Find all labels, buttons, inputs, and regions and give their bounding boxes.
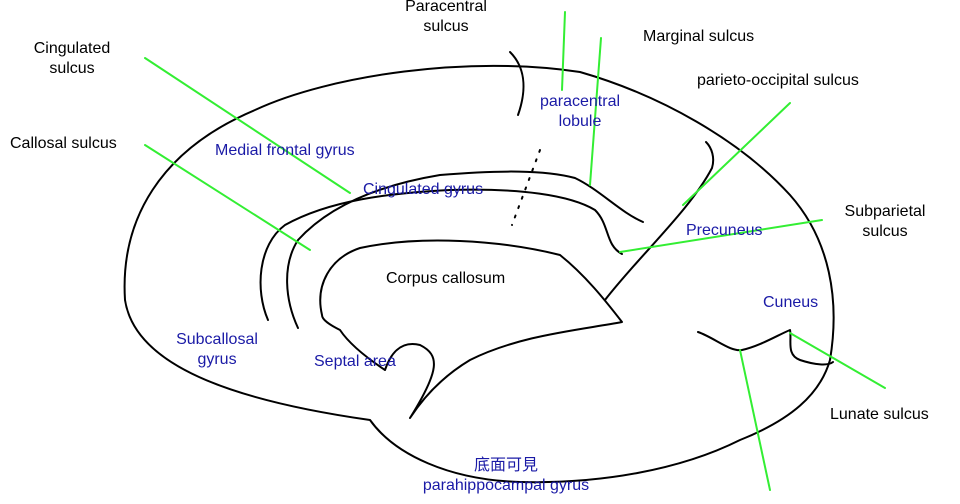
label-subcallosal-gyrus-line2: gyrus [197,351,237,368]
pointer-calcarine-sulcus [739,349,771,491]
label-subcallosal-gyrus-line1: Subcallosal [176,331,258,348]
pointer-marginal-sulcus [589,37,602,186]
label-paracentral-lobule-line2: lobule [558,113,602,130]
pointer-subparietal-sulcus [619,219,823,253]
paracentral-sulcus-line [509,51,525,116]
label-corpus-callosum: Corpus callosum [386,270,506,287]
parieto-occipital-sulcus-line [604,141,715,301]
label-marginal-sulcus: Marginal sulcus [643,28,755,45]
paracentral-dotted-line [511,149,541,226]
label-medial-frontal-gyrus: Medial frontal gyrus [215,142,355,159]
callosal-sulcus-line [259,188,623,321]
corpus-callosum-outline [319,239,623,419]
label-subparietal-sulcus: Subparietal sulcus [830,202,940,242]
label-lunate-sulcus: Lunate sulcus [830,406,929,423]
label-cingulated-sulcus: Cingulated sulcus [22,39,122,79]
label-parahippocampal-gyrus-line1: 底面可見 [473,457,538,474]
label-parieto-occipital-sulcus: parieto-occipital sulcus [697,72,859,89]
label-callosal-sulcus: Callosal sulcus [10,135,117,152]
label-cuneus: Cuneus [763,294,819,311]
label-paracentral-lobule: paracentral lobule [525,92,635,132]
pointer-callosal-sulcus [144,144,311,251]
label-cingulated-gyrus: Cingulated gyrus [363,181,484,198]
label-paracentral-lobule-line1: paracentral [539,93,621,110]
label-paracentral-sulcus-line1: Paracentral [405,0,487,15]
pointer-paracentral-sulcus [561,11,566,91]
label-septal-area: Septal area [314,353,396,370]
label-subparietal-sulcus-line1: Subparietal [844,203,926,220]
label-cingulated-sulcus-line1: Cingulated [33,40,111,57]
calcarine-sulcus-line [697,329,834,366]
label-subparietal-sulcus-line2: sulcus [862,223,908,240]
label-paracentral-sulcus: Paracentral sulcus [394,0,498,37]
label-precuneus: Precuneus [686,222,763,239]
label-subcallosal-gyrus: Subcallosal gyrus [160,330,274,370]
label-parahippocampal-gyrus: 底面可見 parahippocampal gyrus [398,456,614,496]
label-parahippocampal-gyrus-line2: parahippocampal gyrus [422,477,590,494]
pointer-parieto-occipital-sulcus [682,102,791,206]
pointer-cingulated-sulcus [144,57,351,194]
brain-outline [123,64,835,484]
label-paracentral-sulcus-line2: sulcus [423,18,469,35]
pointer-lunate-sulcus [789,332,886,389]
label-cingulated-sulcus-line2: sulcus [49,60,95,77]
cingulated-sulcus-line [286,170,644,329]
